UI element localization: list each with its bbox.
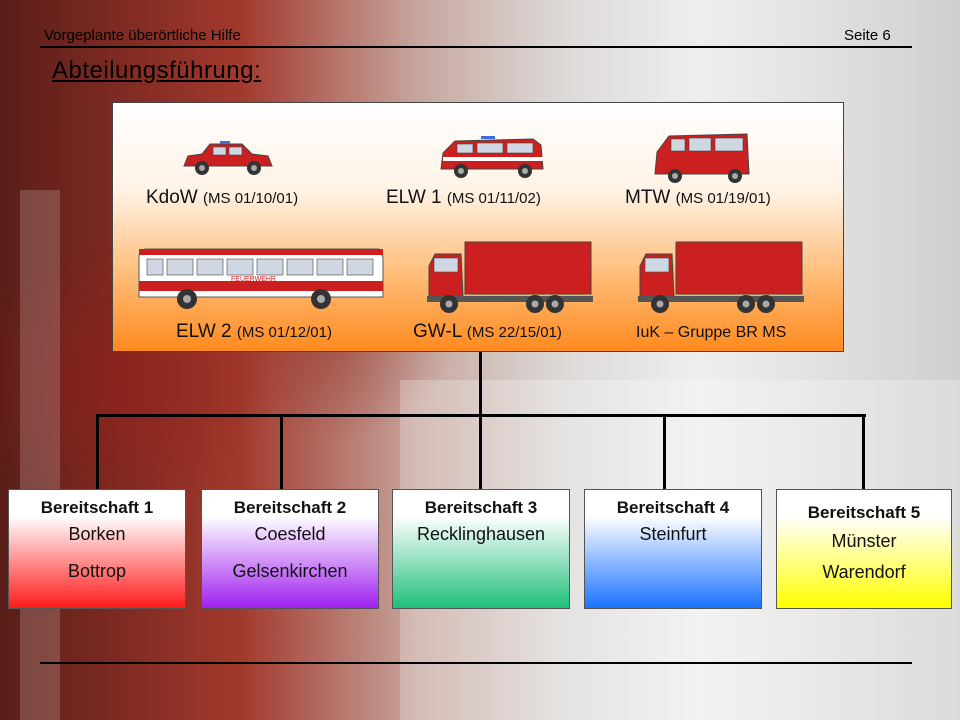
- header-left: Vorgeplante überörtliche Hilfe: [44, 27, 241, 44]
- unit-city: Coesfeld: [254, 524, 326, 544]
- connector-drop-1: [96, 414, 99, 490]
- page-title: Abteilungsführung:: [52, 57, 262, 84]
- truck-icon: [427, 241, 593, 313]
- unit-name: Bereitschaft 2: [233, 498, 347, 517]
- bus-icon: FEUERWEHR: [138, 248, 384, 309]
- iuk-label: IuK – Gruppe BR MS: [636, 324, 787, 341]
- minibus-icon: [654, 133, 750, 183]
- van-icon: [440, 136, 544, 178]
- truck-icon: [638, 241, 804, 313]
- unit-city: Steinfurt: [639, 524, 707, 544]
- vehicle-code: (MS 01/19/01): [675, 190, 771, 207]
- vehicle-name: MTW: [625, 187, 671, 208]
- unit-city: Warendorf: [822, 562, 906, 582]
- unit-city: Münster: [831, 531, 897, 551]
- suv-icon: [183, 141, 273, 175]
- bus-lettering: FEUERWEHR: [231, 276, 276, 283]
- footer-rule: [40, 662, 912, 664]
- connector-drop-4: [663, 414, 666, 490]
- unit-name: Bereitschaft 3: [424, 498, 538, 517]
- unit-city: Gelsenkirchen: [232, 561, 348, 581]
- unit-bereitschaft-3: Bereitschaft 3 Recklinghausen: [392, 489, 570, 609]
- unit-bereitschaft-2: Bereitschaft 2 Coesfeld Gelsenkirchen: [201, 489, 379, 609]
- unit-city: Recklinghausen: [416, 524, 546, 544]
- connector-drop-5: [862, 414, 865, 490]
- unit-name: Bereitschaft 1: [40, 498, 154, 517]
- vehicle-label-kdow: KdoW (MS 01/10/01): [146, 187, 298, 209]
- vehicle-code: (MS 01/10/01): [203, 190, 299, 207]
- vehicle-name: KdoW: [146, 187, 198, 208]
- vehicle-name: GW-L: [413, 321, 462, 342]
- unit-bereitschaft-5: Bereitschaft 5 Münster Warendorf: [776, 489, 952, 609]
- unit-city: Bottrop: [67, 561, 127, 581]
- connector-drop-2: [280, 414, 283, 490]
- vehicle-label-elw1: ELW 1 (MS 01/11/02): [386, 187, 541, 209]
- unit-bereitschaft-1: Bereitschaft 1 Borken Bottrop: [8, 489, 186, 609]
- header-rule: [40, 46, 912, 48]
- vehicle-code: (MS 01/12/01): [236, 324, 332, 341]
- vehicle-code: (MS 01/11/02): [446, 190, 541, 207]
- page-number: Seite 6: [844, 27, 891, 44]
- vehicle-label-gwl: GW-L (MS 22/15/01): [413, 321, 562, 343]
- connector-drop-3: [479, 414, 482, 490]
- vehicle-name: ELW 2: [176, 321, 232, 342]
- background-stripe: [20, 190, 60, 720]
- unit-bereitschaft-4: Bereitschaft 4 Steinfurt: [584, 489, 762, 609]
- vehicle-code: (MS 22/15/01): [466, 324, 562, 341]
- connector-trunk: [479, 352, 482, 416]
- vehicle-name: ELW 1: [386, 187, 442, 208]
- unit-city: Borken: [68, 524, 126, 544]
- vehicle-label-mtw: MTW (MS 01/19/01): [625, 187, 771, 209]
- unit-name: Bereitschaft 4: [616, 498, 730, 517]
- vehicle-label-elw2: ELW 2 (MS 01/12/01): [176, 321, 332, 343]
- unit-name: Bereitschaft 5: [807, 503, 921, 522]
